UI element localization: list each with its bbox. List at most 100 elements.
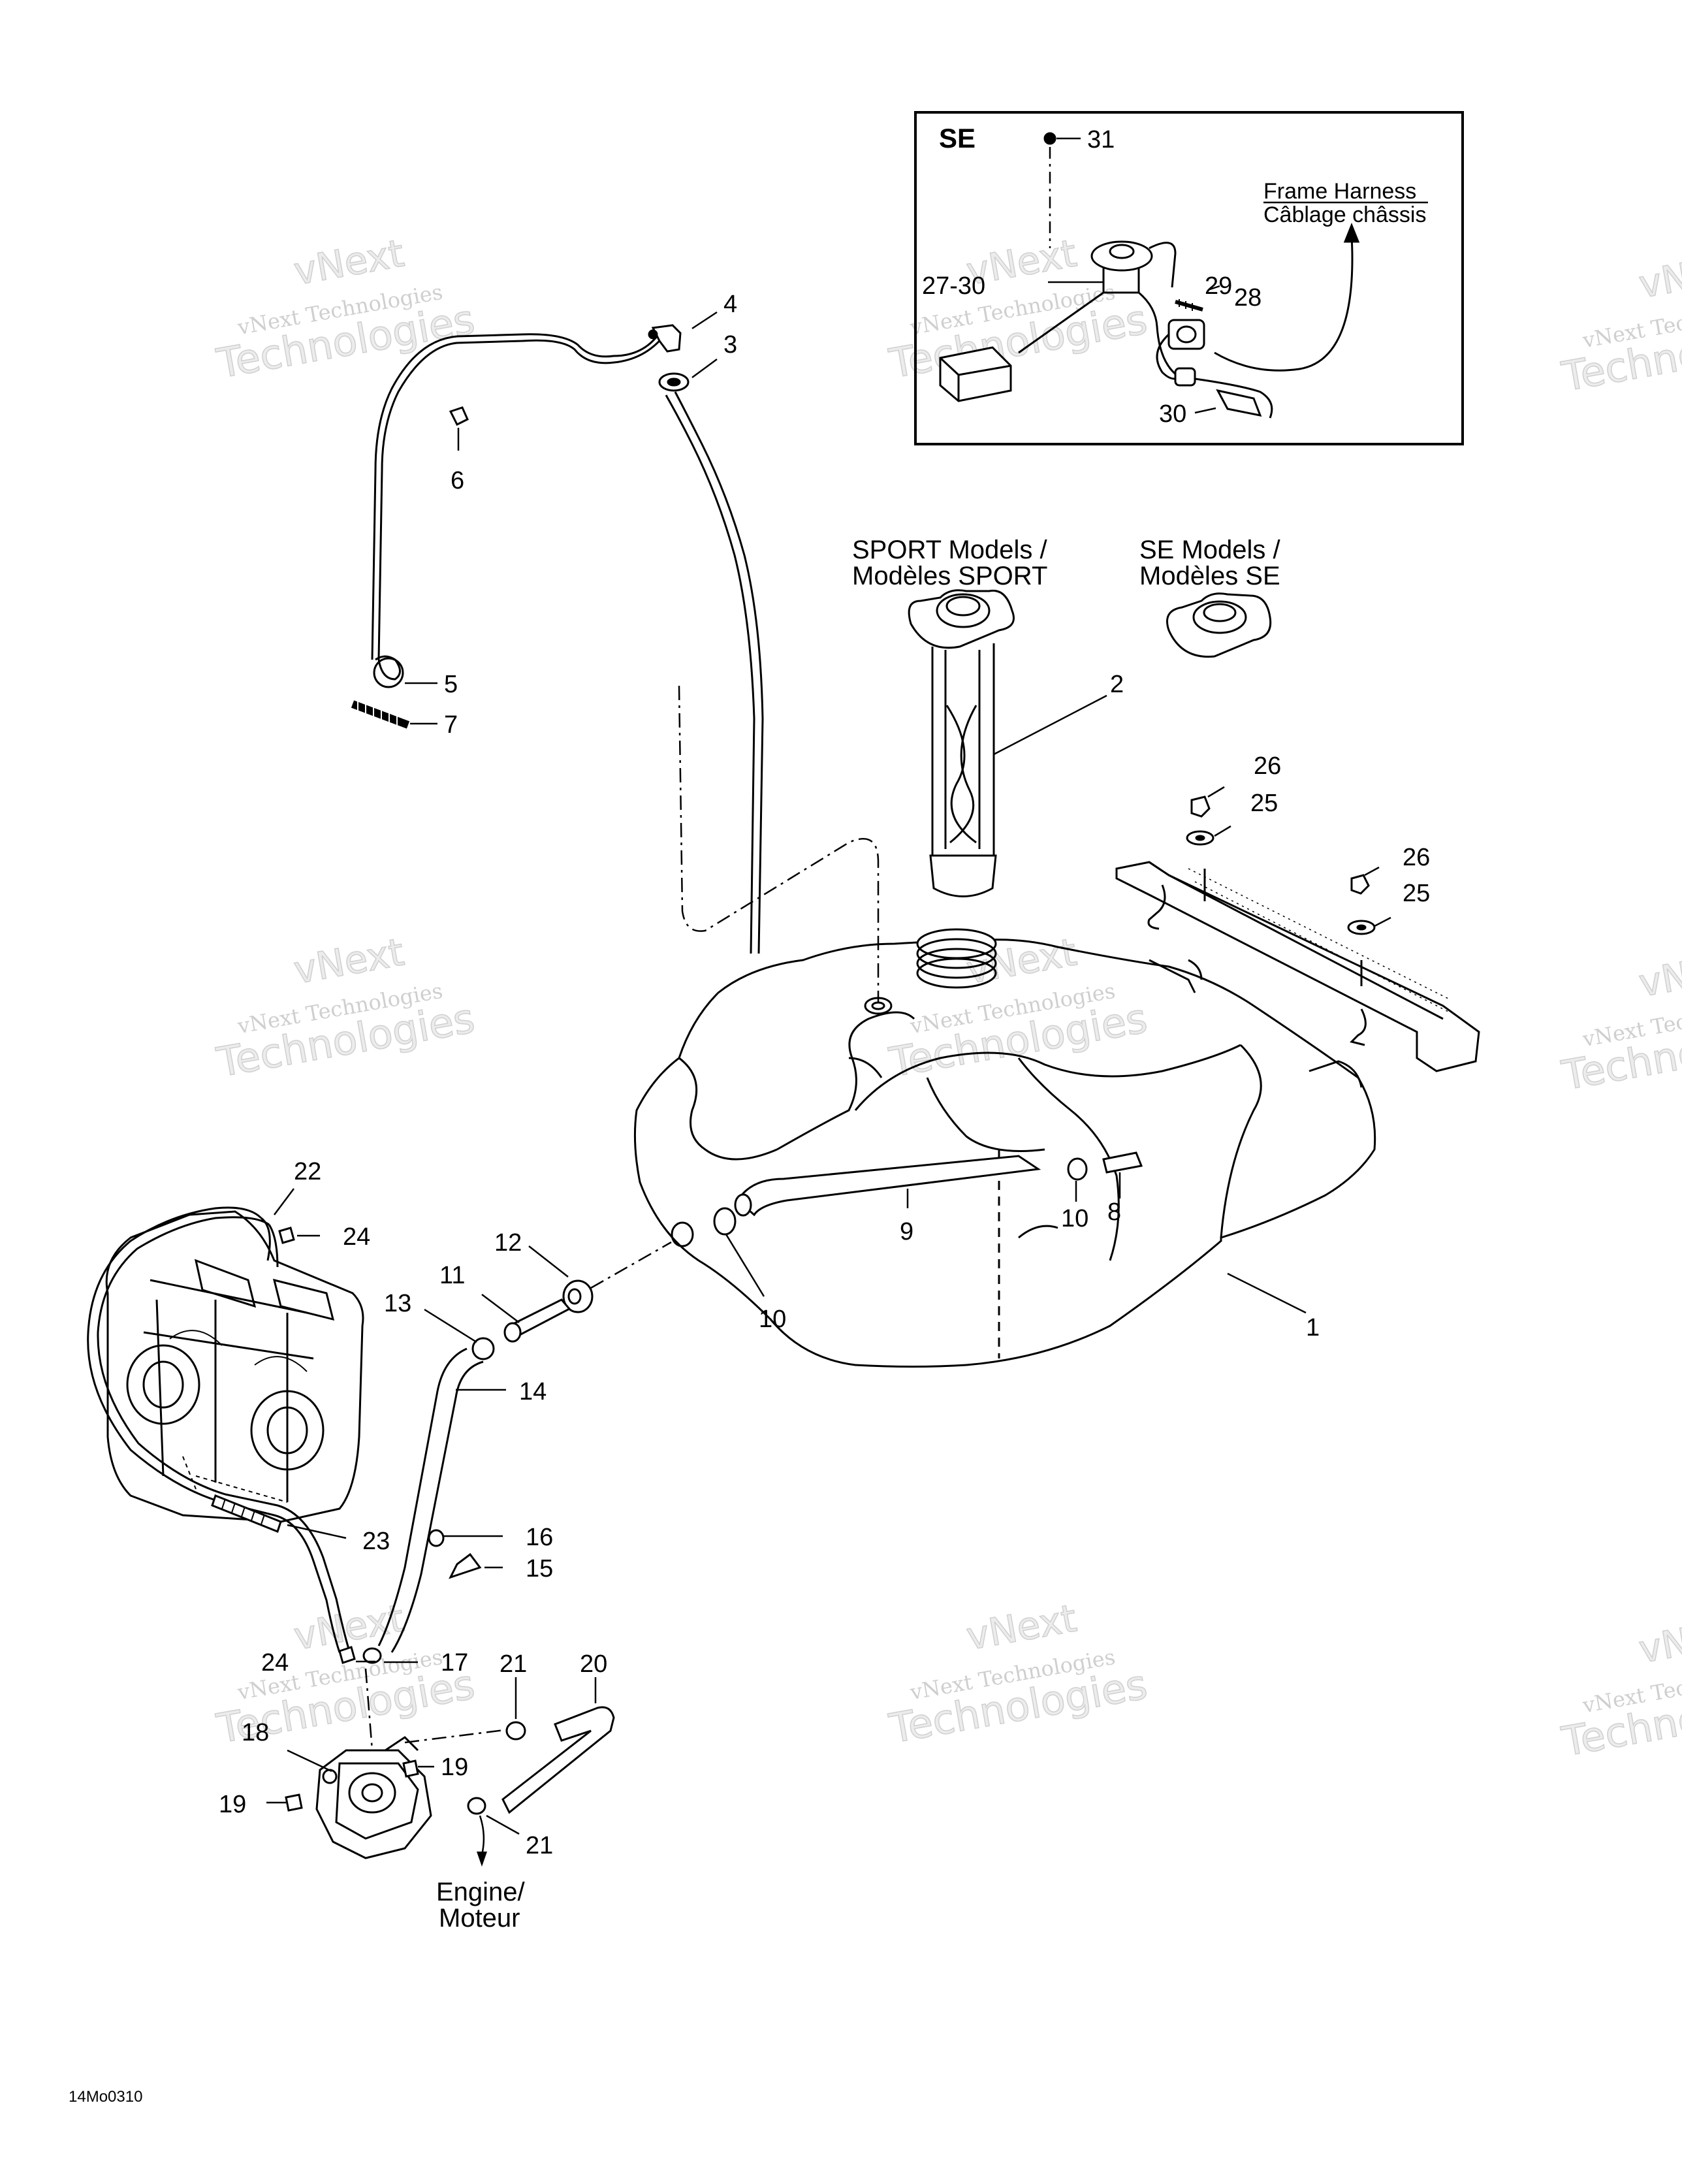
watermark-vnext: vNext — [963, 1596, 1080, 1658]
callout-11: 11 — [439, 1262, 465, 1289]
callout-26b: 26 — [1403, 844, 1430, 871]
clip-6-icon — [449, 406, 469, 426]
callout-24b: 24 — [261, 1649, 289, 1677]
watermark-4: vNext vNext Technologies Technologies — [213, 929, 479, 1087]
grommet-3-icon — [658, 372, 690, 392]
callout-19a: 19 — [441, 1754, 468, 1781]
callout-18: 18 — [242, 1719, 269, 1746]
clamp-17-icon — [362, 1647, 382, 1664]
callout-3: 3 — [723, 331, 737, 359]
watermark-vnext: vNext — [1636, 1609, 1682, 1671]
callout-5: 5 — [444, 671, 458, 698]
clip-24-icon — [278, 1227, 295, 1244]
modeles-se-label: Modèles SE — [1139, 562, 1280, 590]
callout-17: 17 — [441, 1649, 468, 1677]
callout-22: 22 — [294, 1158, 321, 1185]
clamp-10-icon — [713, 1157, 1088, 1236]
cablage-chassis-label: Câblage châssis — [1263, 202, 1426, 227]
fitting-8-icon — [1102, 1151, 1143, 1174]
callout-30: 30 — [1159, 400, 1186, 428]
callout-4: 4 — [723, 291, 737, 318]
callouts: 4 3 6 5 7 31 27-30 29 28 30 2 26 25 26 2… — [219, 126, 1430, 1859]
loop-end-5-icon — [373, 657, 404, 688]
tank-outline — [633, 939, 1376, 1368]
relay-28-icon — [1156, 319, 1205, 380]
se-models-label: SE Models / — [1139, 536, 1281, 564]
nut-26-icon — [1190, 795, 1211, 818]
callout-21a: 21 — [500, 1650, 527, 1678]
fitting-11-icon — [503, 1298, 571, 1343]
fitting-12-icon — [562, 1279, 594, 1313]
watermark-9: vNext vNext Technologies Technologies — [1558, 1609, 1682, 1767]
vent-line-assembly — [371, 332, 880, 1003]
harness-connector-icon — [939, 346, 1012, 402]
callout-31: 31 — [1087, 126, 1115, 153]
callout-29: 29 — [1205, 272, 1232, 300]
fuel-pump-18-icon — [315, 1736, 432, 1859]
watermark-vnext: vNext — [1636, 244, 1682, 306]
callout-27-30: 27-30 — [922, 272, 985, 300]
nut-26b-icon — [1350, 874, 1370, 895]
watermark-5: vNext vNext Technologies Technologies — [885, 929, 1151, 1087]
hose-22-icon — [87, 1206, 351, 1653]
watermark-vnext: vNext — [291, 231, 407, 293]
callout-16: 16 — [526, 1524, 553, 1551]
callout-20: 20 — [580, 1650, 607, 1678]
fuel-tank-1-icon — [633, 928, 1376, 1368]
callout-24a: 24 — [343, 1223, 370, 1251]
washer-25-icon — [1186, 830, 1214, 846]
callout-21b: 21 — [526, 1832, 553, 1859]
callout-25b: 25 — [1403, 880, 1430, 907]
callout-28: 28 — [1234, 284, 1262, 312]
overflow-tube — [665, 394, 755, 954]
watermark-vnext: vNext — [291, 929, 407, 992]
clamp-21-icon — [467, 1721, 526, 1815]
callout-2: 2 — [1110, 671, 1124, 698]
frame-harness-label: Frame Harness — [1263, 179, 1416, 204]
callout-26a: 26 — [1254, 752, 1281, 780]
watermark-6: vNext vNext Technologies Technologies — [1558, 942, 1682, 1100]
pickup-tube-9-icon — [734, 1155, 1041, 1217]
clip-24b-icon — [338, 1646, 356, 1664]
watermark-vnext: vNext — [1636, 942, 1682, 1005]
callout-6: 6 — [451, 467, 464, 494]
callout-15: 15 — [526, 1555, 553, 1582]
engine-label: Engine/ — [436, 1878, 526, 1906]
watermark-3: vNext vNext Technologies Technologies — [1558, 244, 1682, 402]
hose-14-icon — [377, 1347, 484, 1653]
callout-12: 12 — [494, 1229, 522, 1257]
callout-25a: 25 — [1250, 790, 1278, 817]
fuel-cap-se-icon — [1166, 592, 1272, 658]
fuel-cap-sport-icon — [908, 589, 1015, 897]
clamp-16-icon — [428, 1529, 445, 1547]
callout-19b: 19 — [219, 1791, 246, 1818]
vent-tube — [375, 332, 667, 681]
screw-31-icon — [1043, 132, 1056, 145]
screw-29-icon — [1175, 299, 1203, 312]
callout-10a: 10 — [1061, 1205, 1088, 1232]
bracket-15-icon — [449, 1552, 482, 1579]
tank-bracket-icon — [1115, 861, 1480, 1072]
callout-10b: 10 — [759, 1306, 786, 1333]
figure-code: 14Mo0310 — [69, 2088, 142, 2106]
se-inset: SE — [914, 111, 1464, 445]
sport-models-label: SPORT Models / — [852, 536, 1048, 564]
engine-block-icon — [105, 1210, 364, 1523]
watermark-1: vNext vNext Technologies Technologies — [213, 231, 479, 389]
screw-19-icon — [285, 1759, 419, 1812]
spiral-wrap-23-icon — [211, 1494, 282, 1533]
callout-14: 14 — [519, 1378, 547, 1405]
callout-23: 23 — [362, 1528, 390, 1555]
harness-arrow-icon — [1214, 234, 1354, 372]
captions: SPORT Models / Modèles SPORT SE Models /… — [69, 536, 1281, 2106]
clamp-13-icon — [471, 1337, 495, 1360]
callout-13: 13 — [384, 1290, 411, 1317]
leader-lines — [266, 311, 1391, 1835]
watermark-8: vNext vNext Technologies Technologies — [885, 1596, 1151, 1754]
callout-1: 1 — [1306, 1314, 1320, 1341]
connector-30-icon — [1174, 367, 1273, 419]
engine-arrow-icon — [479, 1815, 485, 1855]
hose-20-icon — [501, 1706, 615, 1814]
inset-frame — [914, 111, 1464, 445]
